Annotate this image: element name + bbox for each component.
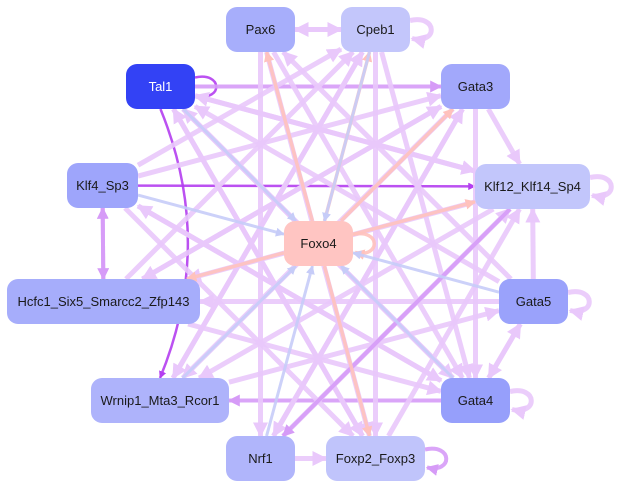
edge-foxp2_foxp3-to-klf12_klf14_sp4 xyxy=(386,207,522,438)
edge-foxp2_foxp3-to-tal1 xyxy=(171,107,365,438)
node-box[interactable] xyxy=(441,64,510,109)
node-box[interactable] xyxy=(499,279,568,324)
edge-gata5-to-gata5 xyxy=(567,289,592,321)
edge-gata5-to-tal1 xyxy=(193,104,501,284)
node-label: Hcfc1_Six5_Smarcc2_Zfp143 xyxy=(18,294,190,309)
node-label: Pax6 xyxy=(246,22,276,37)
edge-cpeb1-to-foxo4 xyxy=(322,51,371,222)
edge-gata4-to-foxo4 xyxy=(339,264,455,380)
edge-klf12_klf14_sp4-to-foxo4 xyxy=(352,199,477,237)
node-label: Foxo4 xyxy=(300,236,336,251)
node-label: Klf4_Sp3 xyxy=(76,178,129,193)
node-box[interactable] xyxy=(341,7,410,52)
node-label: Gata4 xyxy=(458,393,493,408)
edge-foxo4-to-foxo4 xyxy=(352,231,376,260)
node-box[interactable] xyxy=(126,64,195,109)
node-box[interactable] xyxy=(226,7,295,52)
edge-wrnip1-to-foxo4 xyxy=(181,264,297,380)
node-foxo4[interactable]: Foxo4 xyxy=(284,221,353,266)
node-nrf1[interactable]: Nrf1 xyxy=(226,436,295,481)
node-box[interactable] xyxy=(226,436,295,481)
edge-cpeb1-to-cpeb1 xyxy=(409,17,434,49)
node-box[interactable] xyxy=(326,436,425,481)
edge-hcfc1-to-gata3 xyxy=(141,104,443,282)
node-pax6[interactable]: Pax6 xyxy=(226,7,295,52)
node-gata5[interactable]: Gata5 xyxy=(499,279,568,324)
node-tal1[interactable]: Tal1 xyxy=(126,64,195,109)
edge-klf4_sp3-to-foxo4 xyxy=(137,193,285,237)
edge-gata4-to-klf4_sp3 xyxy=(136,203,443,383)
node-box[interactable] xyxy=(67,163,138,208)
node-gata4[interactable]: Gata4 xyxy=(441,378,510,423)
edge-tal1-to-foxo4 xyxy=(182,107,297,223)
node-label: Nrf1 xyxy=(248,451,273,466)
edge-gata3-to-foxo4 xyxy=(339,107,455,223)
node-label: Foxp2_Foxp3 xyxy=(336,451,416,466)
edge-klf12_klf14_sp4-to-tal1 xyxy=(193,92,476,174)
node-label: Wrnip1_Mta3_Rcor1 xyxy=(101,393,220,408)
edge-gata4-to-gata5 xyxy=(486,322,523,380)
node-label: Cpeb1 xyxy=(356,22,394,37)
edge-gata4-to-gata4 xyxy=(509,388,534,420)
node-hcfc1[interactable]: Hcfc1_Six5_Smarcc2_Zfp143 xyxy=(7,279,200,324)
node-box[interactable] xyxy=(7,279,200,324)
edge-hcfc1-to-klf4_sp3 xyxy=(96,206,109,280)
node-klf12-klf14-sp4[interactable]: Klf12_Klf14_Sp4 xyxy=(475,164,590,209)
node-box[interactable] xyxy=(475,164,590,209)
edge-foxp2_foxp3-to-foxo4 xyxy=(322,265,373,438)
edge-foxp2_foxp3-to-foxp2_foxp3 xyxy=(424,446,449,476)
node-label: Gata5 xyxy=(516,294,551,309)
node-klf4-sp3[interactable]: Klf4_Sp3 xyxy=(67,163,138,208)
edge-nrf1-to-foxo4 xyxy=(265,265,315,437)
edge-hcfc1-to-foxo4 xyxy=(185,251,285,282)
edges-layer xyxy=(96,17,614,476)
node-cpeb1[interactable]: Cpeb1 xyxy=(341,7,410,52)
node-box[interactable] xyxy=(441,378,510,423)
node-wrnip1[interactable]: Wrnip1_Mta3_Rcor1 xyxy=(91,378,229,423)
edge-nrf1-to-gata3 xyxy=(271,107,465,438)
edge-gata5-to-klf12_klf14_sp4 xyxy=(525,207,541,280)
edge-klf12_klf14_sp4-to-klf12_klf14_sp4 xyxy=(589,174,614,206)
node-label: Tal1 xyxy=(149,79,173,94)
node-foxp2-foxp3[interactable]: Foxp2_Foxp3 xyxy=(326,436,425,481)
node-box[interactable] xyxy=(91,378,229,423)
edge-wrnip1-to-cpeb1 xyxy=(170,50,365,380)
edge-pax6-to-foxo4 xyxy=(264,50,315,222)
node-label: Klf12_Klf14_Sp4 xyxy=(484,179,581,194)
edge-klf12_klf14_sp4-to-wrnip1 xyxy=(197,206,495,381)
edge-pax6-to-gata4 xyxy=(271,50,465,380)
node-box[interactable] xyxy=(284,221,353,266)
edge-gata3-to-klf12_klf14_sp4 xyxy=(486,107,522,166)
node-gata3[interactable]: Gata3 xyxy=(441,64,510,109)
edge-gata5-to-foxo4 xyxy=(352,250,500,294)
node-label: Gata3 xyxy=(458,79,493,94)
